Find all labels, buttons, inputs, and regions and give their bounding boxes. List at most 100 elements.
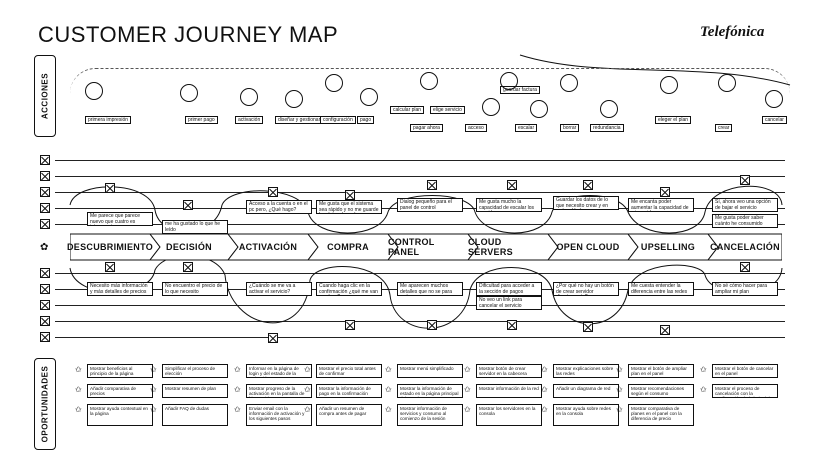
opportunity-item: Informar en la página de login y del est… <box>246 364 312 378</box>
action-icon <box>600 100 618 118</box>
opportunity-item: Mostrar información de la red <box>476 384 542 398</box>
action-label: crear <box>715 124 733 132</box>
negative-note: Me aparecen muchos detalles que no se pa… <box>397 282 463 296</box>
positive-note: me ha gustado lo que he leído <box>162 220 228 234</box>
action-icon <box>482 98 500 116</box>
opportunity-star-icon: ✩ <box>385 405 392 414</box>
row-emotion-icon <box>40 155 50 165</box>
stage-label: CONTROL PANEL <box>388 237 435 257</box>
stage-label: DECISIÓN <box>166 242 212 252</box>
stage-label: UPSELLING <box>640 242 696 252</box>
opportunity-star-icon: ✩ <box>464 405 471 414</box>
opportunity-item: Mostrar la información de pago en la con… <box>316 384 382 398</box>
positive-note: Me encanta poder aumentar la capacidad d… <box>628 198 694 212</box>
opportunity-star-icon: ✩ <box>616 365 623 374</box>
opportunity-star-icon: ✩ <box>541 385 548 394</box>
opportunity-item: Añadir FAQ de dudas <box>162 404 228 426</box>
row-emotion-icon <box>40 300 50 310</box>
opportunity-star-icon: ✩ <box>464 385 471 394</box>
stage-label: DESCUBRIMIENTO <box>66 242 154 252</box>
action-icon <box>325 74 343 92</box>
emotion-marker <box>183 200 193 210</box>
row-emotion-icon <box>40 219 50 229</box>
opportunity-star-icon: ✩ <box>150 405 157 414</box>
grid-line <box>55 337 785 338</box>
negative-note: ¿Por qué no hay un botón de crear servid… <box>553 282 619 296</box>
opportunity-star-icon: ✩ <box>464 365 471 374</box>
action-label: pago <box>357 116 375 124</box>
action-icon <box>560 74 578 92</box>
stage-label: CLOUD SERVERS <box>468 237 513 257</box>
action-icon <box>660 76 678 94</box>
emotion-marker <box>105 262 115 272</box>
row-emotion-icon <box>40 187 50 197</box>
emotion-marker <box>105 183 115 193</box>
emotion-marker <box>507 320 517 330</box>
opportunity-item: Mostrar los servidores en la consola <box>476 404 542 426</box>
opportunity-star-icon: ✩ <box>234 405 241 414</box>
negative-note: No sé cómo hacer para ampliar mi plan <box>712 282 778 296</box>
opportunity-star-icon: ✩ <box>385 365 392 374</box>
action-icon <box>180 84 198 102</box>
journey-center-icon: ✿ <box>40 242 49 253</box>
opportunity-item: Mostrar la información de estado en la p… <box>397 384 463 398</box>
opportunity-item: Añadir comparativa de precios <box>87 384 153 398</box>
action-label: pagar ahora <box>410 124 443 132</box>
action-label: acceso <box>465 124 487 132</box>
opportunity-item: Mostrar el botón de cancelar en el panel <box>712 364 778 378</box>
opportunity-star-icon: ✩ <box>385 385 392 394</box>
grid-line <box>55 160 785 161</box>
emotion-marker <box>427 180 437 190</box>
row-label-opportunities: OPORTUNIDADES <box>34 358 56 450</box>
emotion-marker <box>660 325 670 335</box>
row-emotion-icon <box>40 316 50 326</box>
positive-note: Guardar los datos de lo que necesito cre… <box>553 196 619 210</box>
opportunity-star-icon: ✩ <box>234 365 241 374</box>
opportunity-item: Añadir un resumen de compra antes de pag… <box>316 404 382 426</box>
stage-label: CANCELACIÓN <box>710 242 780 252</box>
action-label: guardar factura <box>500 86 540 94</box>
action-icon <box>500 72 518 90</box>
opportunity-star-icon: ✩ <box>234 385 241 394</box>
opportunity-item: Mostrar información de servicios y consu… <box>397 404 463 426</box>
opportunity-item: Añadir un diagrama de red <box>553 384 619 398</box>
positive-note: Dialog pequeño para el panel de control <box>397 198 463 212</box>
emotion-marker <box>583 180 593 190</box>
action-icon <box>420 72 438 90</box>
action-icon <box>240 88 258 106</box>
journey-connector <box>70 68 790 119</box>
opportunity-star-icon: ✩ <box>541 405 548 414</box>
emotion-marker <box>268 333 278 343</box>
opportunity-star-icon: ✩ <box>75 405 82 414</box>
emotion-marker <box>507 180 517 190</box>
emotion-marker <box>345 320 355 330</box>
positive-note: Acceso a la cuenta o en el pc pero, ¿Qué… <box>246 200 312 214</box>
opportunity-item: Mostrar recomendaciones según el consumo <box>628 384 694 398</box>
opportunity-item: Mostrar menú simplificado <box>397 364 463 378</box>
opportunity-item: Mostrar comparativa de planes en el pane… <box>628 404 694 426</box>
negative-note: Necesito más información y más detalles … <box>87 282 153 296</box>
stage-label: OPEN CLOUD <box>556 242 620 252</box>
action-label: eleger el plan <box>655 116 692 124</box>
emotion-marker <box>740 262 750 272</box>
grid-line <box>55 305 785 306</box>
action-label: redundancia <box>590 124 624 132</box>
negative-note: No veo un link para cancelar el servicio <box>476 296 542 310</box>
positive-note: Sí, ahora veo una opción de bajar el ser… <box>712 198 778 212</box>
opportunity-star-icon: ✩ <box>150 385 157 394</box>
emotion-marker <box>660 187 670 197</box>
stage-arrows <box>70 233 782 261</box>
page-title: CUSTOMER JOURNEY MAP <box>38 22 339 47</box>
emotion-marker <box>183 262 193 272</box>
opportunity-item: Mostrar ayuda sobre redes en la consola <box>553 404 619 426</box>
positive-note: Me gusta poder saber cuánto he consumido <box>712 214 778 228</box>
opportunity-star-icon: ✩ <box>700 385 707 394</box>
grid-line <box>55 176 785 177</box>
row-emotion-icon <box>40 171 50 181</box>
action-label: calcular plan <box>390 106 425 114</box>
opportunity-item: Enviar email con la información de activ… <box>246 404 312 426</box>
positive-note: Me gusta mucho la capacidad de escalar l… <box>476 198 542 212</box>
action-label: primer pago <box>185 116 218 124</box>
opportunity-star-icon: ✩ <box>304 405 311 414</box>
